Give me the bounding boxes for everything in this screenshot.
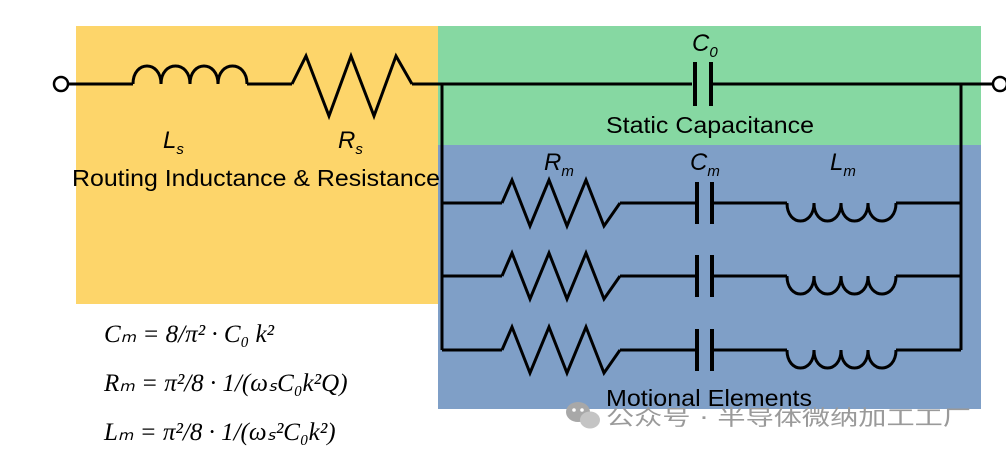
routing-caption: Routing Inductance & Resistance — [72, 165, 440, 191]
inductor-lm-2 — [785, 275, 898, 296]
resistor-rs — [290, 51, 414, 121]
watermark-text: 公众号 · 半导体微纳加工工厂 — [606, 406, 971, 430]
label-cm: Cm — [690, 149, 720, 180]
motional-caption: Motional Elements — [606, 385, 812, 411]
resistor-rm-2 — [500, 248, 622, 304]
equation-cm: Cₘ = 8/π² · C₀ k² — [104, 321, 275, 348]
equation-lm: Lₘ = π²/8 · 1/(ωₛ²C₀k²) — [103, 419, 336, 446]
right-terminal — [991, 75, 1006, 93]
resistor-rm-3 — [500, 322, 622, 378]
resistor-rm — [500, 175, 622, 231]
inductor-ls — [131, 64, 249, 85]
label-rs: Rs — [338, 127, 363, 158]
label-rm: Rm — [544, 149, 574, 180]
label-c0: C0 — [692, 30, 718, 61]
label-ls: Ls — [163, 127, 184, 158]
static-caption: Static Capacitance — [606, 112, 814, 138]
left-terminal — [52, 75, 70, 93]
equation-rm: Rₘ = π²/8 · 1/(ωₛC₀k²Q) — [103, 370, 348, 397]
label-lm: Lm — [830, 149, 856, 180]
wechat-icon — [566, 402, 600, 429]
inductor-lm-3 — [785, 349, 898, 370]
inductor-lm — [785, 202, 898, 223]
